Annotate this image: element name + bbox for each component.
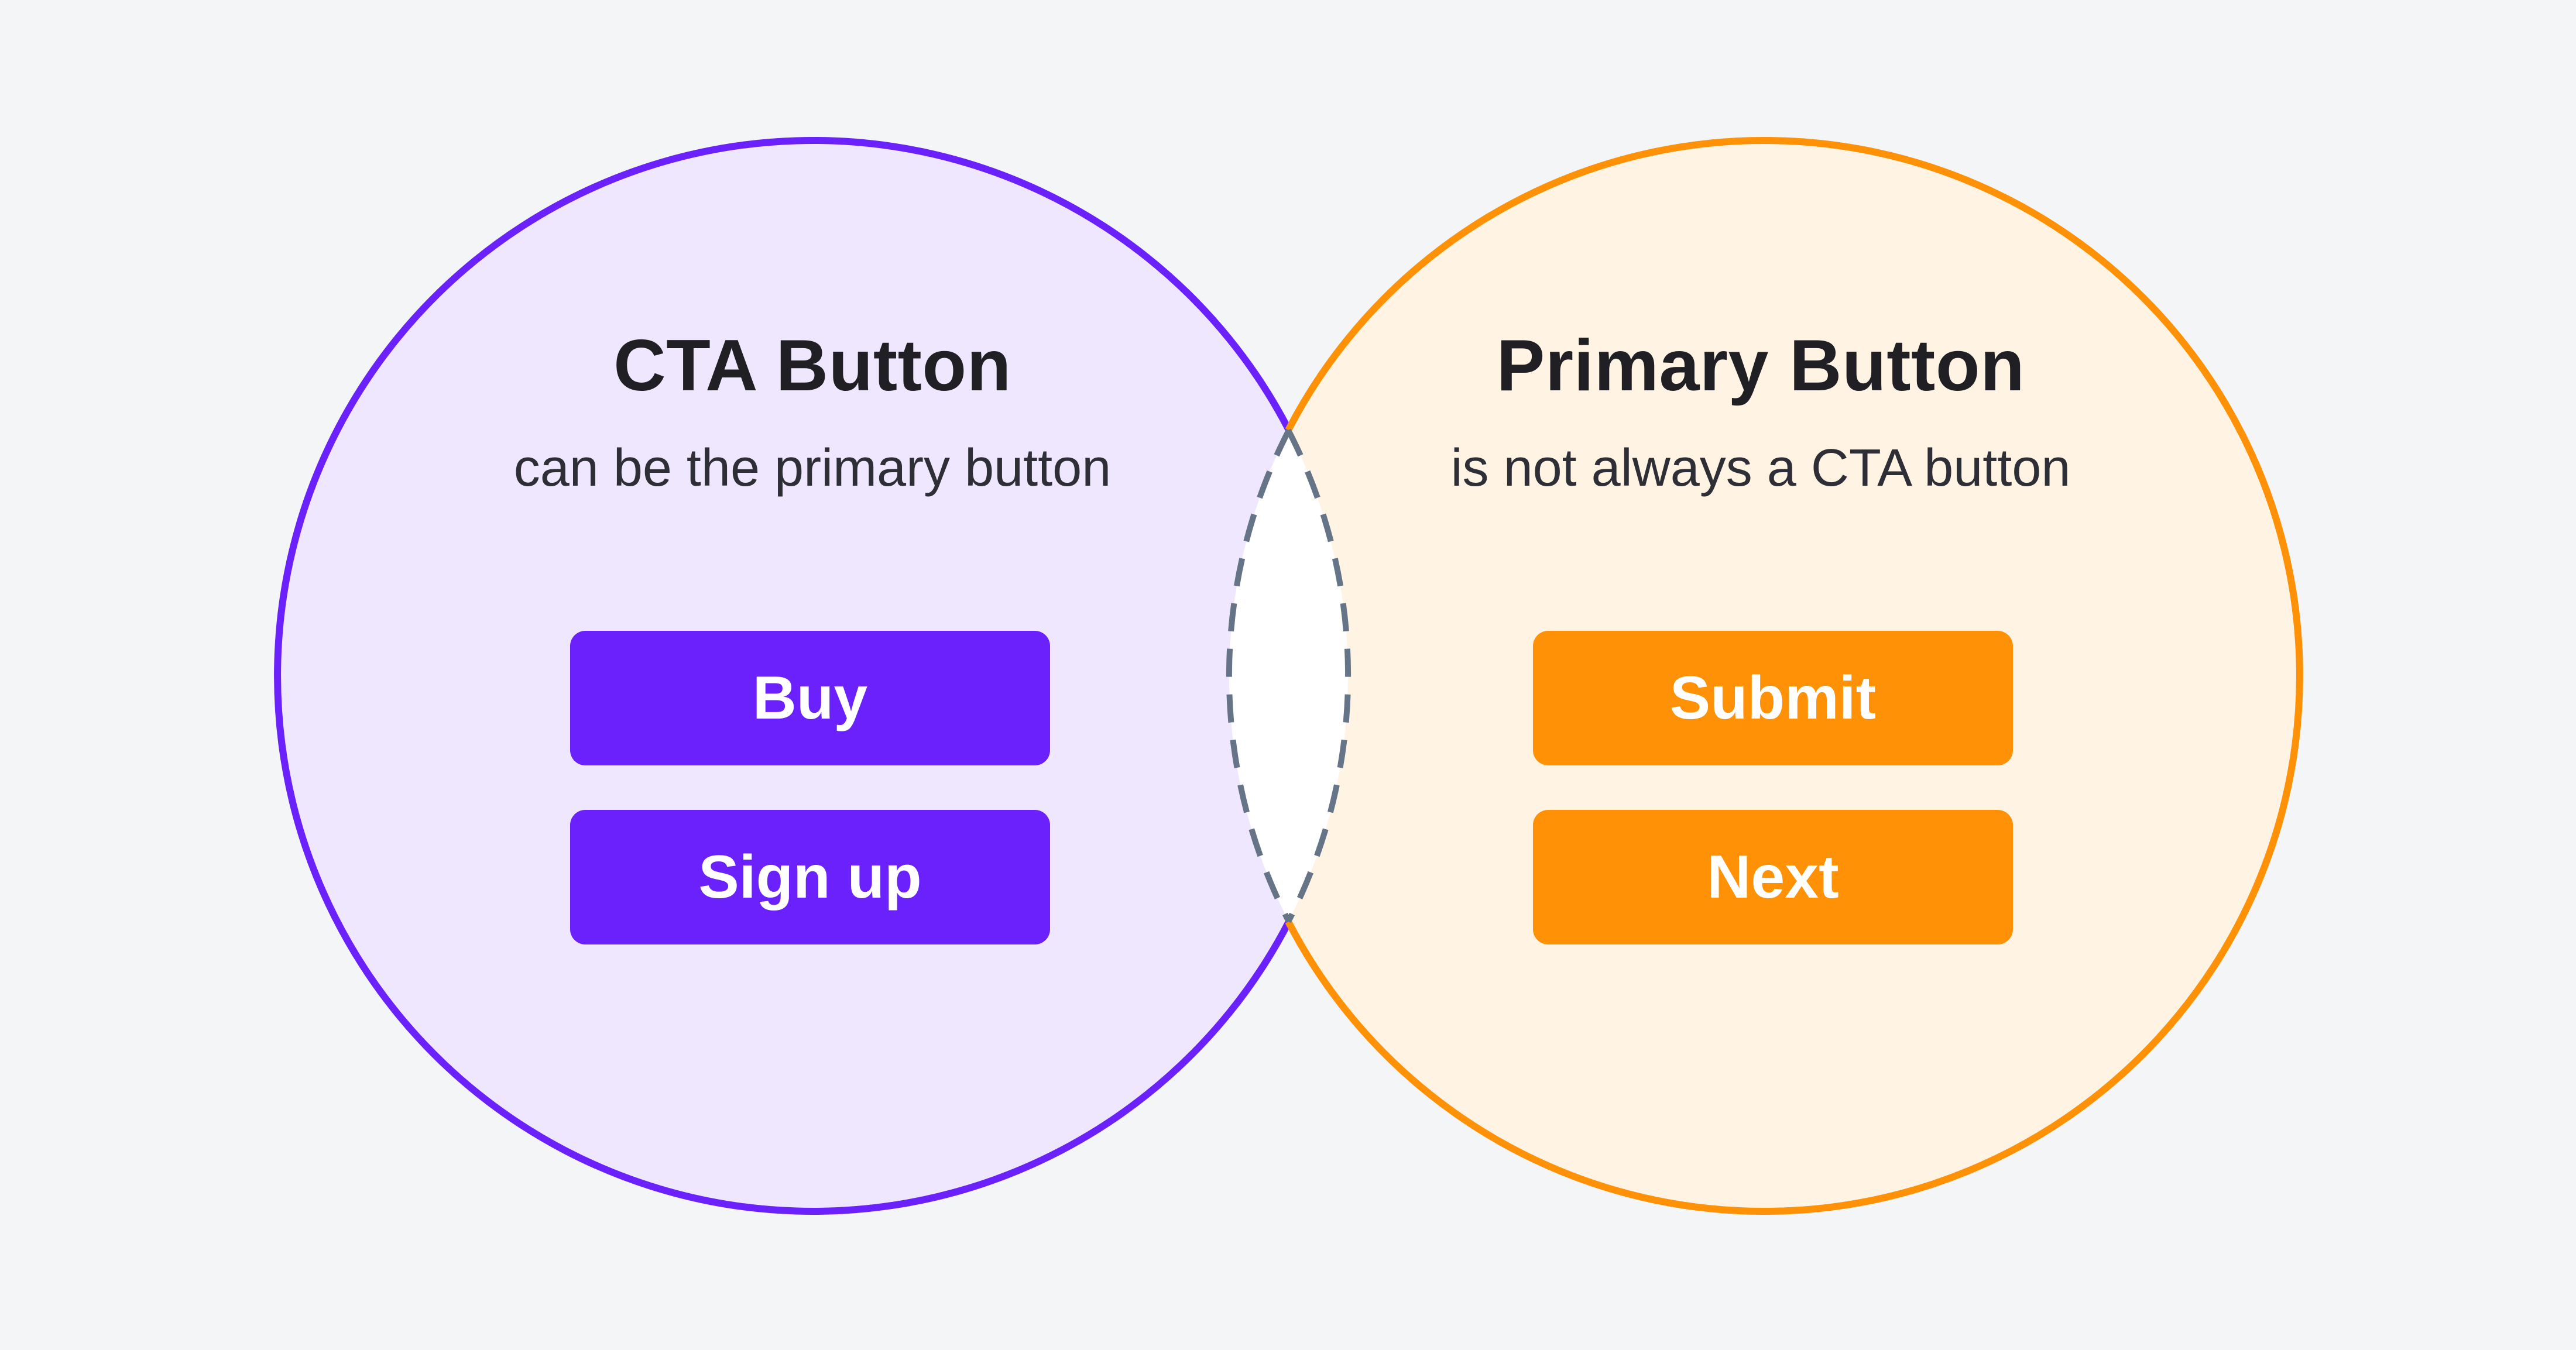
- cta-set-outline: [274, 137, 1292, 1215]
- next-button[interactable]: Next: [1533, 810, 2013, 944]
- buy-button[interactable]: Buy: [570, 631, 1050, 765]
- cta-set-subtitle: can be the primary button: [513, 439, 1112, 497]
- cta-set-title: CTA Button: [613, 325, 1011, 406]
- primary-set-subtitle: is not always a CTA button: [1450, 439, 2071, 497]
- sign-up-button[interactable]: Sign up: [570, 810, 1050, 944]
- primary-set-outline: [1285, 137, 2303, 1215]
- submit-button[interactable]: Submit: [1533, 631, 2013, 765]
- overlap-outline-left: [1226, 428, 1292, 923]
- primary-set-title: Primary Button: [1496, 325, 2025, 406]
- overlap-outline-right: [1285, 428, 1352, 923]
